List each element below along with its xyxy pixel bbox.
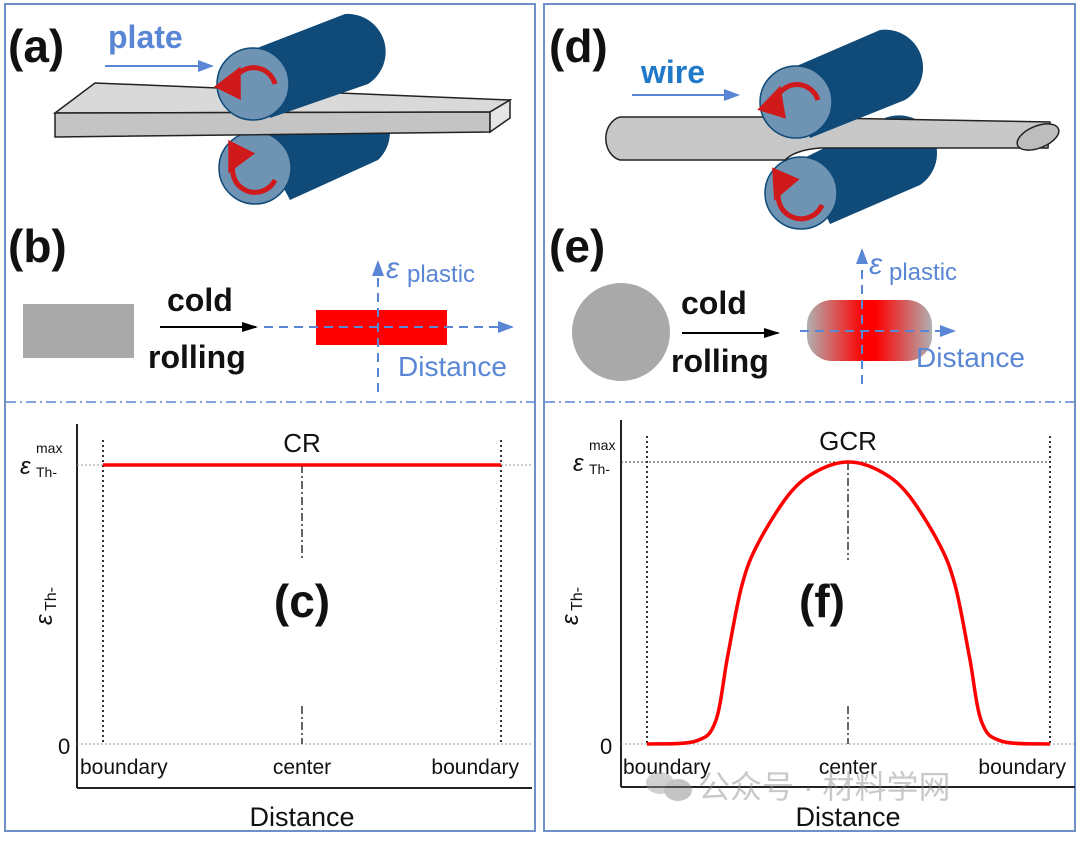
wechat-icon [646, 772, 692, 801]
panel-label-e: (e) [549, 220, 605, 272]
distance-label: Distance [916, 342, 1025, 373]
watermark-text: 公众号 · 材料学网 [698, 769, 950, 805]
plastic-label: plastic [407, 261, 475, 288]
wire-cross-section-diagram: (e) cold rolling ε plastic Distance [549, 220, 1025, 384]
wire-before-shape [572, 283, 670, 381]
x-tick-boundary-left: boundary [623, 756, 711, 779]
x-axis-label: Distance [795, 802, 900, 832]
panel-label-d: (d) [549, 20, 608, 72]
y-tick-zero: 0 [58, 734, 70, 759]
y-max-symbol: ε [573, 450, 584, 477]
rotation-arrow-icon [772, 167, 825, 222]
svg-text:Th-: Th- [569, 587, 586, 611]
epsilon-symbol: ε [869, 248, 883, 281]
plate-label: plate [108, 19, 183, 55]
x-tick-center: center [273, 756, 331, 779]
process-label-cold: cold [167, 282, 233, 318]
svg-text:ε: ε [557, 614, 584, 625]
wire-shape [605, 116, 1060, 161]
y-max-symbol: ε [20, 453, 31, 480]
y-max-subscript: Th- [589, 461, 610, 477]
plate-after-shape [316, 310, 447, 345]
svg-text:Th-: Th- [43, 587, 60, 611]
y-axis-label: ε Th- [557, 587, 586, 625]
x-tick-boundary-left: boundary [80, 756, 168, 779]
x-tick-boundary-right: boundary [978, 756, 1066, 779]
top-roller [213, 13, 386, 121]
x-tick-center: center [819, 756, 877, 779]
svg-text:ε: ε [31, 614, 58, 625]
y-axis-label: ε Th- [31, 587, 60, 625]
plastic-label: plastic [889, 259, 957, 286]
distance-label: Distance [398, 351, 507, 382]
chart-gcr: GCR (f) ε max Th- 0 ε Th- boundary cente… [557, 420, 1075, 832]
rotation-arrow-icon [757, 82, 821, 119]
wire-label: wire [640, 54, 705, 90]
top-roller [757, 29, 924, 139]
plate-cross-section-diagram: (b) cold rolling ε plastic Distance [8, 220, 514, 392]
chart-title: CR [283, 428, 321, 458]
gcr-curve [646, 460, 1051, 746]
x-axis-label: Distance [249, 802, 354, 832]
wire-after-shape [807, 300, 932, 361]
y-max-superscript: max [589, 437, 615, 453]
x-tick-boundary-right: boundary [431, 756, 519, 779]
panel-label-b: (b) [8, 220, 67, 272]
plate-before-shape [23, 304, 134, 358]
rotation-arrow-icon [213, 65, 278, 101]
y-tick-zero: 0 [600, 734, 612, 759]
watermark: 公众号 · 材料学网 [646, 769, 950, 805]
panel-label-a: (a) [8, 20, 64, 72]
process-label-rolling: rolling [671, 343, 769, 379]
panel-label-c: (c) [274, 575, 330, 627]
epsilon-symbol: ε [386, 252, 400, 285]
chart-title: GCR [819, 426, 877, 456]
process-label-rolling: rolling [148, 339, 246, 375]
chart-cr: CR (c) ε max Th- 0 ε Th- boundary center… [20, 424, 532, 832]
wire-rolling-illustration: (d) wire [549, 20, 1060, 230]
plate-rolling-illustration: (a) plate [8, 13, 513, 205]
process-label-cold: cold [681, 285, 747, 321]
panel-label-f: (f) [799, 575, 845, 627]
rotation-arrow-icon [228, 139, 278, 195]
y-max-superscript: max [36, 440, 62, 456]
y-max-subscript: Th- [36, 464, 57, 480]
